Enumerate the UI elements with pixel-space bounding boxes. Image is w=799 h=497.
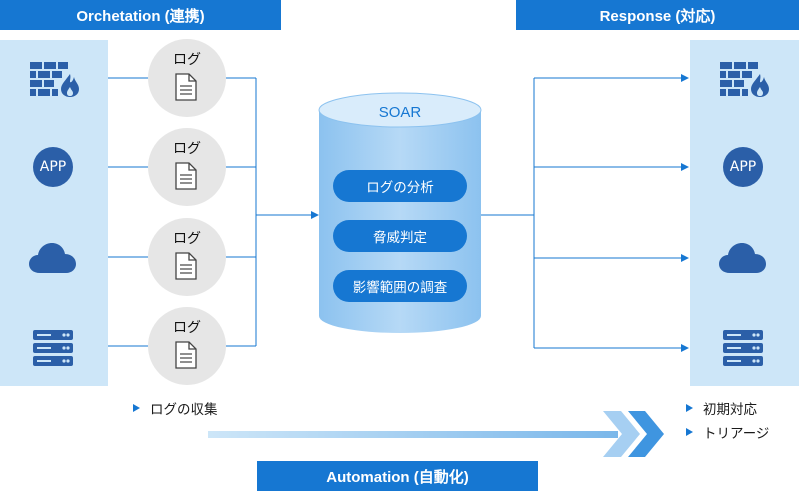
document-icon (175, 341, 197, 369)
log-label: ログ (173, 141, 201, 157)
document-icon (175, 252, 197, 280)
cloud-icon (29, 243, 76, 273)
bullet-label: 初期対応 (703, 402, 757, 418)
cloud-icon (719, 243, 766, 273)
function-impact-investigation: 影響範囲の調査 (333, 270, 467, 302)
app-icon: APP (723, 147, 763, 187)
header-response: Response (対応) (516, 0, 799, 30)
header-orchestration: Orchetation (連携) (0, 0, 281, 30)
chevron-icon-2 (628, 411, 664, 457)
log-label: ログ (173, 52, 201, 68)
log-node: ログ (148, 128, 226, 206)
soar-title: SOAR (378, 104, 422, 121)
triangle-bullet-icon (133, 404, 140, 412)
log-node: ログ (148, 307, 226, 385)
bullet-initial-response: 初期対応 (686, 398, 757, 418)
log-label: ログ (173, 320, 201, 336)
chevron-icon-1 (603, 411, 640, 457)
log-label: ログ (173, 231, 201, 247)
bullet-label: トリアージ (703, 426, 770, 442)
server-icon (723, 330, 763, 366)
bullet-label: ログの収集 (150, 402, 218, 418)
left-source-panel: APP (0, 40, 108, 386)
triangle-bullet-icon (686, 428, 693, 436)
document-icon (175, 73, 197, 101)
triangle-bullet-icon (686, 404, 693, 412)
log-node: ログ (148, 39, 226, 117)
firewall-icon (720, 62, 769, 97)
footer-automation: Automation (自動化) (257, 461, 538, 491)
function-threat-judgement: 脅威判定 (333, 220, 467, 252)
log-node: ログ (148, 218, 226, 296)
function-log-analysis: ログの分析 (333, 170, 467, 202)
right-target-panel: APP (690, 40, 799, 386)
firewall-icon (30, 62, 79, 97)
server-icon (33, 330, 73, 366)
bullet-log-collection: ログの収集 (133, 398, 218, 418)
app-icon: APP (33, 147, 73, 187)
automation-bar (208, 431, 618, 438)
bullet-triage: トリアージ (686, 422, 769, 442)
document-icon (175, 162, 197, 190)
